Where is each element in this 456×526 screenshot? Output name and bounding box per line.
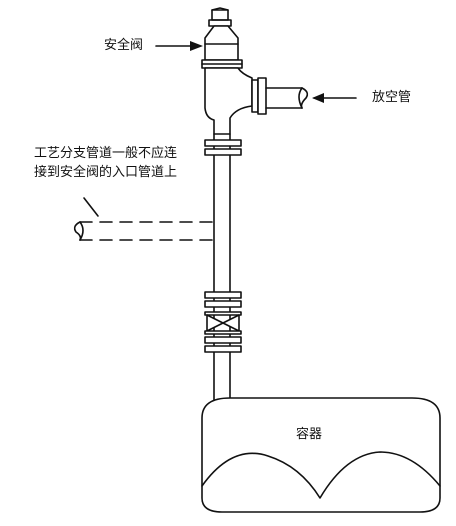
vent-pipe-arrowhead	[312, 93, 324, 103]
upper-flange	[204, 139, 242, 156]
branch-note-line1: 工艺分支管道一般不应连	[34, 146, 178, 161]
safety-valve	[201, 7, 243, 69]
branch-note-line2: 接到安全阀的入口管道上	[34, 165, 178, 180]
safety-valve-arrowhead	[190, 41, 203, 51]
safety-valve-label: 安全阀	[104, 38, 144, 53]
branch-pipe-break-inner	[79, 221, 84, 241]
vessel	[201, 397, 441, 513]
vent-pipe	[251, 77, 309, 115]
branch-note-leader	[83, 197, 99, 217]
vent-pipe-label: 放空管	[372, 90, 412, 105]
lower-valve-assembly	[204, 291, 242, 353]
branch-pipe-break	[73, 221, 82, 241]
valve-body	[204, 67, 253, 135]
branch-pipe-dashed	[79, 221, 215, 241]
inlet-pipe	[213, 133, 231, 401]
vessel-label: 容器	[296, 427, 323, 442]
